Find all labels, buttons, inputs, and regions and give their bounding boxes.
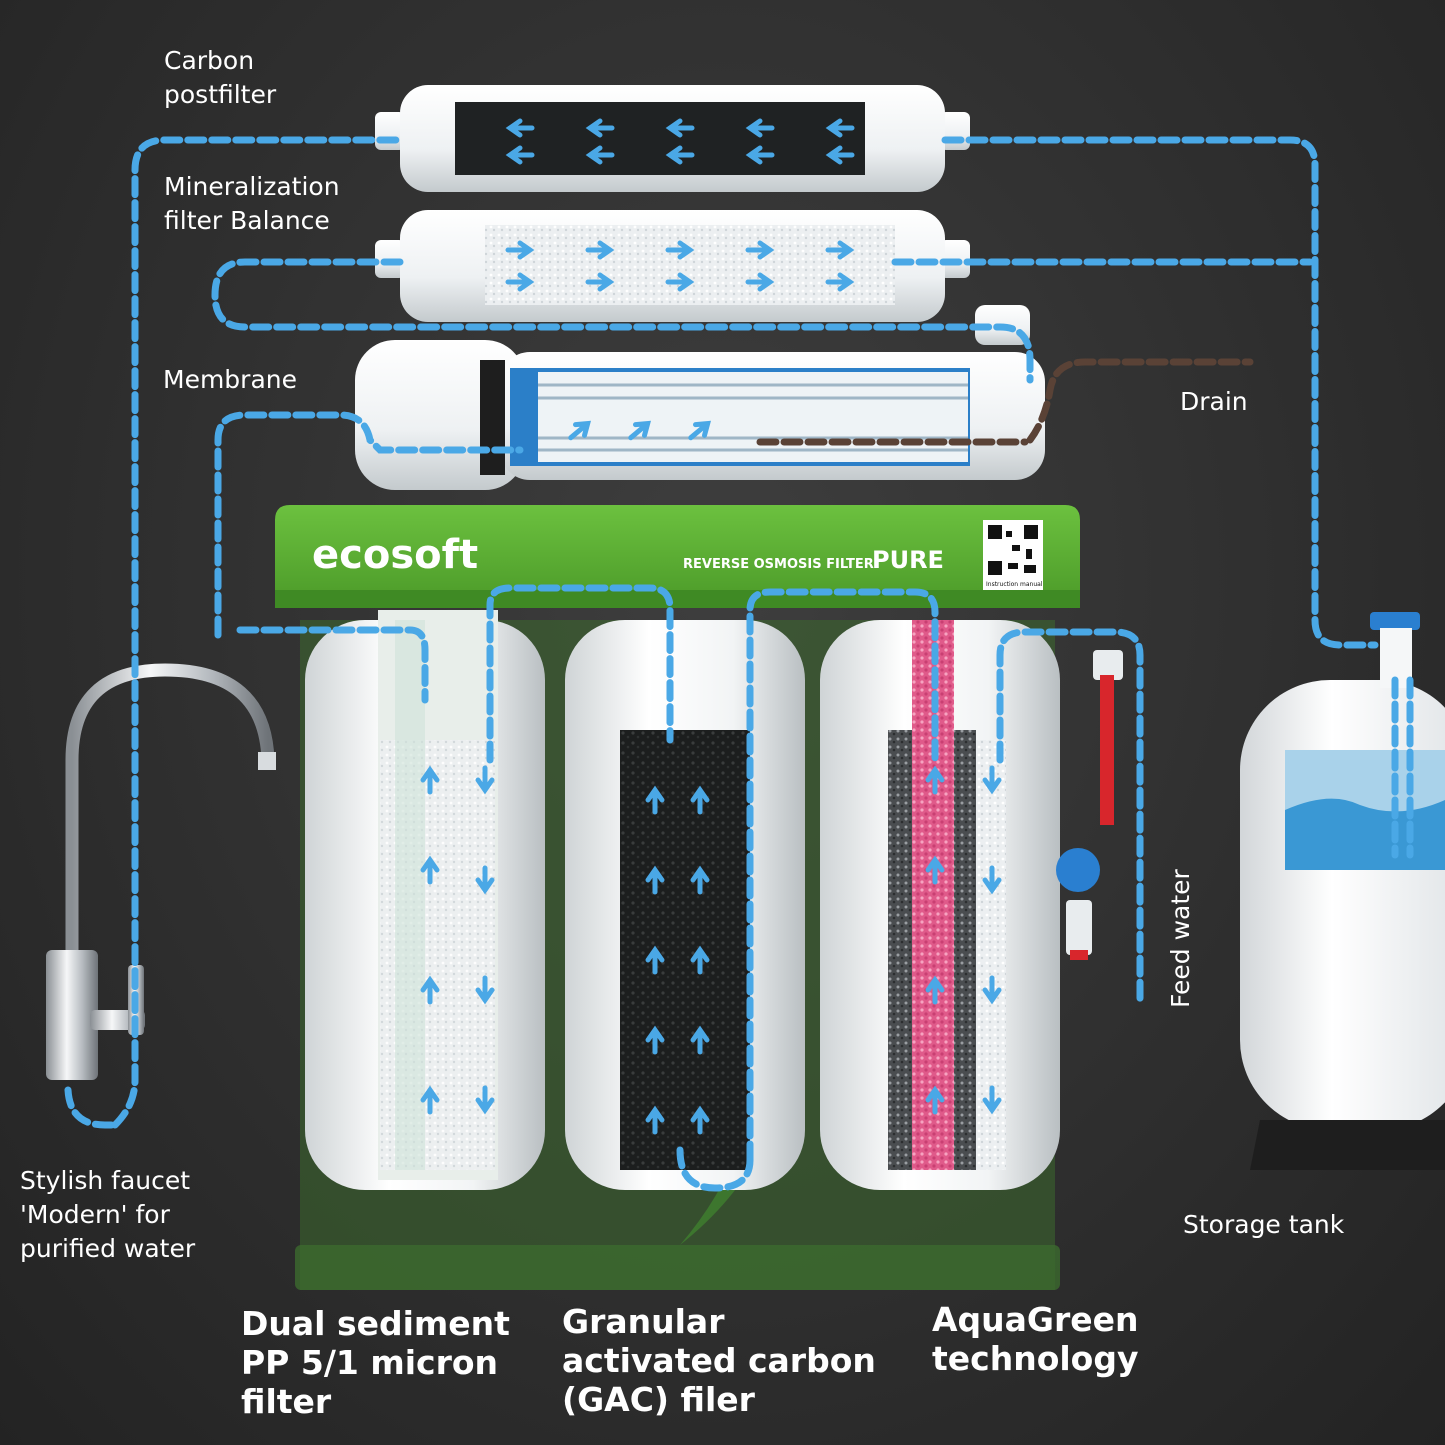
label-storage-tank: Storage tank: [1183, 1210, 1345, 1239]
flow-arrow-icon: [420, 975, 440, 1005]
label-stage-1: Dual sediment PP 5/1 micron filter: [241, 1304, 510, 1421]
flow-arrow-icon: [690, 1025, 710, 1055]
label-faucet: Stylish faucet 'Modern' for purified wat…: [20, 1166, 196, 1263]
flow-arrow-icon: [982, 865, 1002, 895]
flow-arrow-icon: [645, 945, 665, 975]
flow-arrow-icon: [745, 118, 775, 138]
flow-arrow-icon: [645, 1105, 665, 1135]
flow-arrow-icon: [568, 420, 592, 441]
flow-stage3-out: [996, 628, 1144, 1004]
housing-stage-3: [820, 620, 1060, 1190]
flow-arrow-icon: [475, 1085, 495, 1115]
flow-arrow-icon: [925, 765, 945, 795]
flow-arrow-icon: [475, 765, 495, 795]
flow-arrow-icon: [690, 945, 710, 975]
flow-arrow-icon: [690, 785, 710, 815]
flow-arrow-icon: [475, 865, 495, 895]
storage-tank: [1240, 612, 1445, 1170]
flow-arrow-icon: [745, 272, 775, 292]
flow-to-stage-1: [236, 626, 429, 704]
flow-arrow-icon: [420, 765, 440, 795]
flow-arrow-icon: [505, 240, 535, 260]
product-prefix: REVERSE OSMOSIS FILTER: [683, 557, 874, 572]
flow-arrow-icon: [665, 240, 695, 260]
label-membrane: Membrane: [163, 365, 297, 394]
flow-arrow-icon: [475, 975, 495, 1005]
flow-arrow-icon: [745, 240, 775, 260]
flow-arrow-icon: [982, 975, 1002, 1005]
flow-arrow-icon: [925, 855, 945, 885]
feed-valve: [1056, 650, 1123, 960]
flow-arrow-icon: [690, 865, 710, 895]
qr-caption: Instruction manual: [986, 581, 1043, 588]
flow-arrow-icon: [505, 118, 535, 138]
flow-stage1-to-stage2: [486, 584, 674, 764]
flow-arrow-icon: [665, 145, 695, 165]
flow-arrow-icon: [420, 855, 440, 885]
flow-arrow-icon: [665, 118, 695, 138]
flow-arrow-icon: [645, 785, 665, 815]
label-stage-2: Granular activated carbon (GAC) filer: [562, 1302, 876, 1419]
flow-arrow-icon: [665, 272, 695, 292]
flow-arrow-icon: [925, 975, 945, 1005]
label-mineralization-filter: Mineralization filter Balance: [164, 172, 340, 235]
flow-arrow-icon: [690, 1105, 710, 1135]
flow-arrow-icon: [925, 1085, 945, 1115]
flow-arrow-icon: [585, 145, 615, 165]
flow-arrow-icon: [645, 1025, 665, 1055]
housing-stage-2: [565, 620, 805, 1190]
flow-arrow-icon: [585, 272, 615, 292]
flow-arrow-icon: [825, 240, 855, 260]
faucet: [46, 663, 276, 1080]
flow-arrow-icon: [585, 240, 615, 260]
mineralization-filter: [375, 210, 970, 322]
qr-pattern: [988, 525, 1038, 575]
flow-stage2-bottom: [676, 1146, 754, 1192]
flow-arrow-icon: [825, 272, 855, 292]
label-stage-3: AquaGreen technology: [932, 1300, 1139, 1378]
flow-arrow-icon: [825, 118, 855, 138]
flow-stage2-to-stage3: [746, 588, 939, 1164]
brand-panel: ecosoft REVERSE OSMOSIS FILTER PURE Inst…: [275, 505, 1080, 608]
flow-postfilter-to-tank-line: [941, 136, 1379, 649]
flow-arrow-icon: [585, 118, 615, 138]
brand-logo: ecosoft: [312, 532, 478, 578]
flow-arrow-icon: [688, 420, 712, 441]
flow-arrow-icon: [982, 1085, 1002, 1115]
carbon-postfilter: [375, 85, 970, 192]
flow-faucet-bottom: [64, 1086, 119, 1129]
flow-arrow-icon: [745, 145, 775, 165]
membrane: [355, 305, 1045, 490]
flow-arrow-icon: [982, 765, 1002, 795]
flow-membrane-in: [214, 411, 524, 639]
flow-faucet-to-postfilter: [111, 136, 404, 1129]
flow-arrow-icon: [505, 145, 535, 165]
label-drain: Drain: [1180, 387, 1248, 416]
flow-lines: [64, 136, 1414, 1192]
flow-arrow-icon: [825, 145, 855, 165]
flow-arrow-icon: [645, 865, 665, 895]
flow-arrow-icon: [505, 272, 535, 292]
label-carbon-postfilter: Carbon postfilter: [164, 46, 277, 109]
flow-arrows: [420, 118, 1002, 1135]
product-name: PURE: [872, 546, 944, 574]
flow-mineral-loop: [211, 258, 1034, 384]
flow-drain: [1026, 358, 1254, 444]
flow-arrow-icon: [420, 1085, 440, 1115]
flow-arrow-icon: [628, 420, 652, 441]
label-feed-water: Feed water: [1166, 869, 1195, 1008]
